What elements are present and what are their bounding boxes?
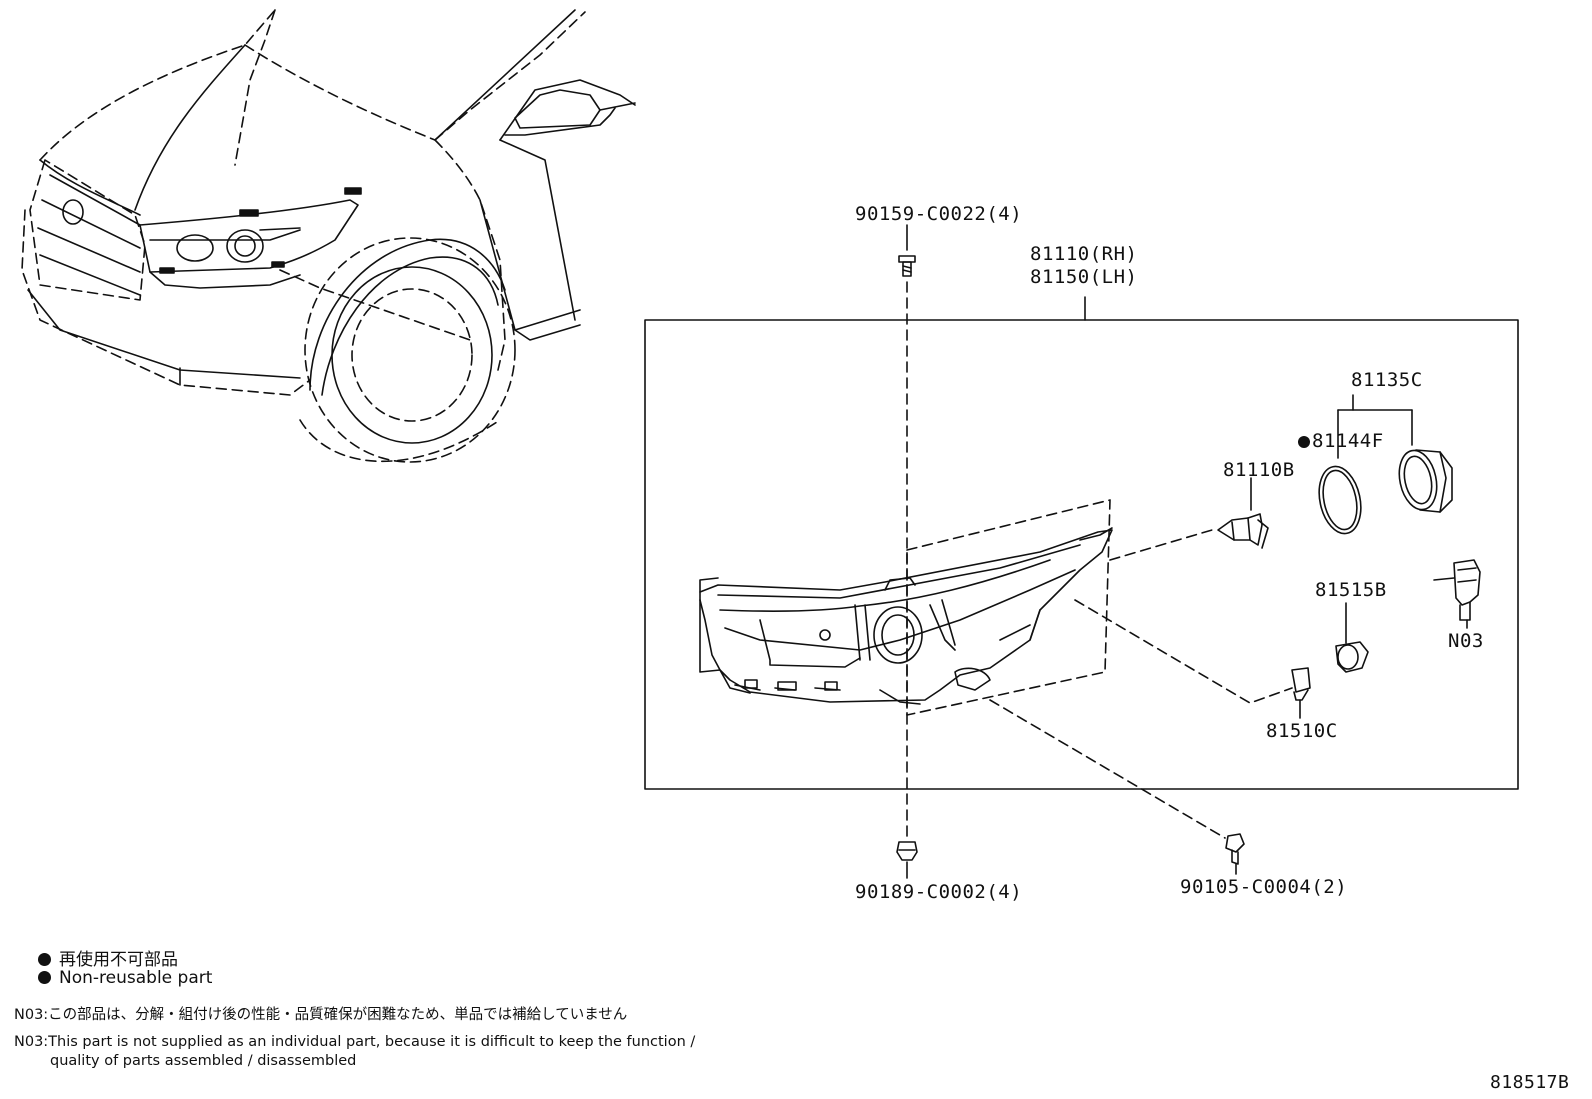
part-label-nut-bottom[interactable]: 90189-C0002(4) — [855, 881, 1023, 903]
socket-cover-icon — [1394, 447, 1452, 513]
part-label-bulb[interactable]: 81110B — [1223, 459, 1295, 481]
part-label-screw-bottom[interactable]: 90105-C0004(2) — [1180, 876, 1348, 898]
screw-bottom-icon — [1226, 834, 1244, 874]
nut-bottom-icon — [897, 842, 917, 860]
nonreusable-marker-icon — [1298, 436, 1310, 448]
part-label-socket[interactable]: 81515B — [1315, 579, 1387, 601]
socket-icon — [1336, 603, 1368, 672]
filled-circle-icon — [38, 953, 51, 966]
legend-nonreusable-jp: 再使用不可部品 — [38, 945, 178, 970]
legend-nonreusable-en: Non-reusable part — [38, 968, 212, 988]
part-label-gasket[interactable]: 81144F — [1298, 430, 1384, 452]
part-label-n03[interactable]: N03 — [1448, 630, 1484, 652]
n03-component-icon — [1434, 560, 1480, 628]
diagram-id: 818517B — [1490, 1072, 1570, 1093]
note-n03-en-line2: quality of parts assembled / disassemble… — [50, 1053, 357, 1069]
bolt-top-icon — [899, 225, 915, 276]
legend-nonreusable-jp-text: 再使用不可部品 — [59, 950, 178, 970]
part-label-gasket-text: 81144F — [1312, 430, 1384, 452]
part-label-marker-bulb[interactable]: 81510C — [1266, 720, 1338, 742]
legend-nonreusable-en-text: Non-reusable part — [59, 968, 213, 988]
filled-circle-icon — [38, 971, 51, 984]
headlamp-assembly-frame — [645, 320, 1518, 789]
note-n03-jp: N03:この部品は、分解・組付け後の性能・品質確保が困難なため、単品では補給して… — [14, 1007, 628, 1023]
part-label-headlamp-rh[interactable]: 81110(RH) — [1030, 243, 1138, 265]
gasket-ring-icon — [1313, 463, 1366, 538]
headlamp-unit — [700, 500, 1112, 715]
part-label-headlamp-lh[interactable]: 81150(LH) — [1030, 266, 1138, 288]
bulb-icon — [1218, 478, 1268, 548]
note-n03-en-line1: N03:This part is not supplied as an indi… — [14, 1034, 696, 1050]
part-label-socket-cover[interactable]: 81135C — [1351, 369, 1423, 391]
part-label-bolt-top[interactable]: 90159-C0022(4) — [855, 203, 1023, 225]
vehicle-illustration — [22, 10, 635, 462]
marker-bulb-icon — [1292, 668, 1310, 718]
